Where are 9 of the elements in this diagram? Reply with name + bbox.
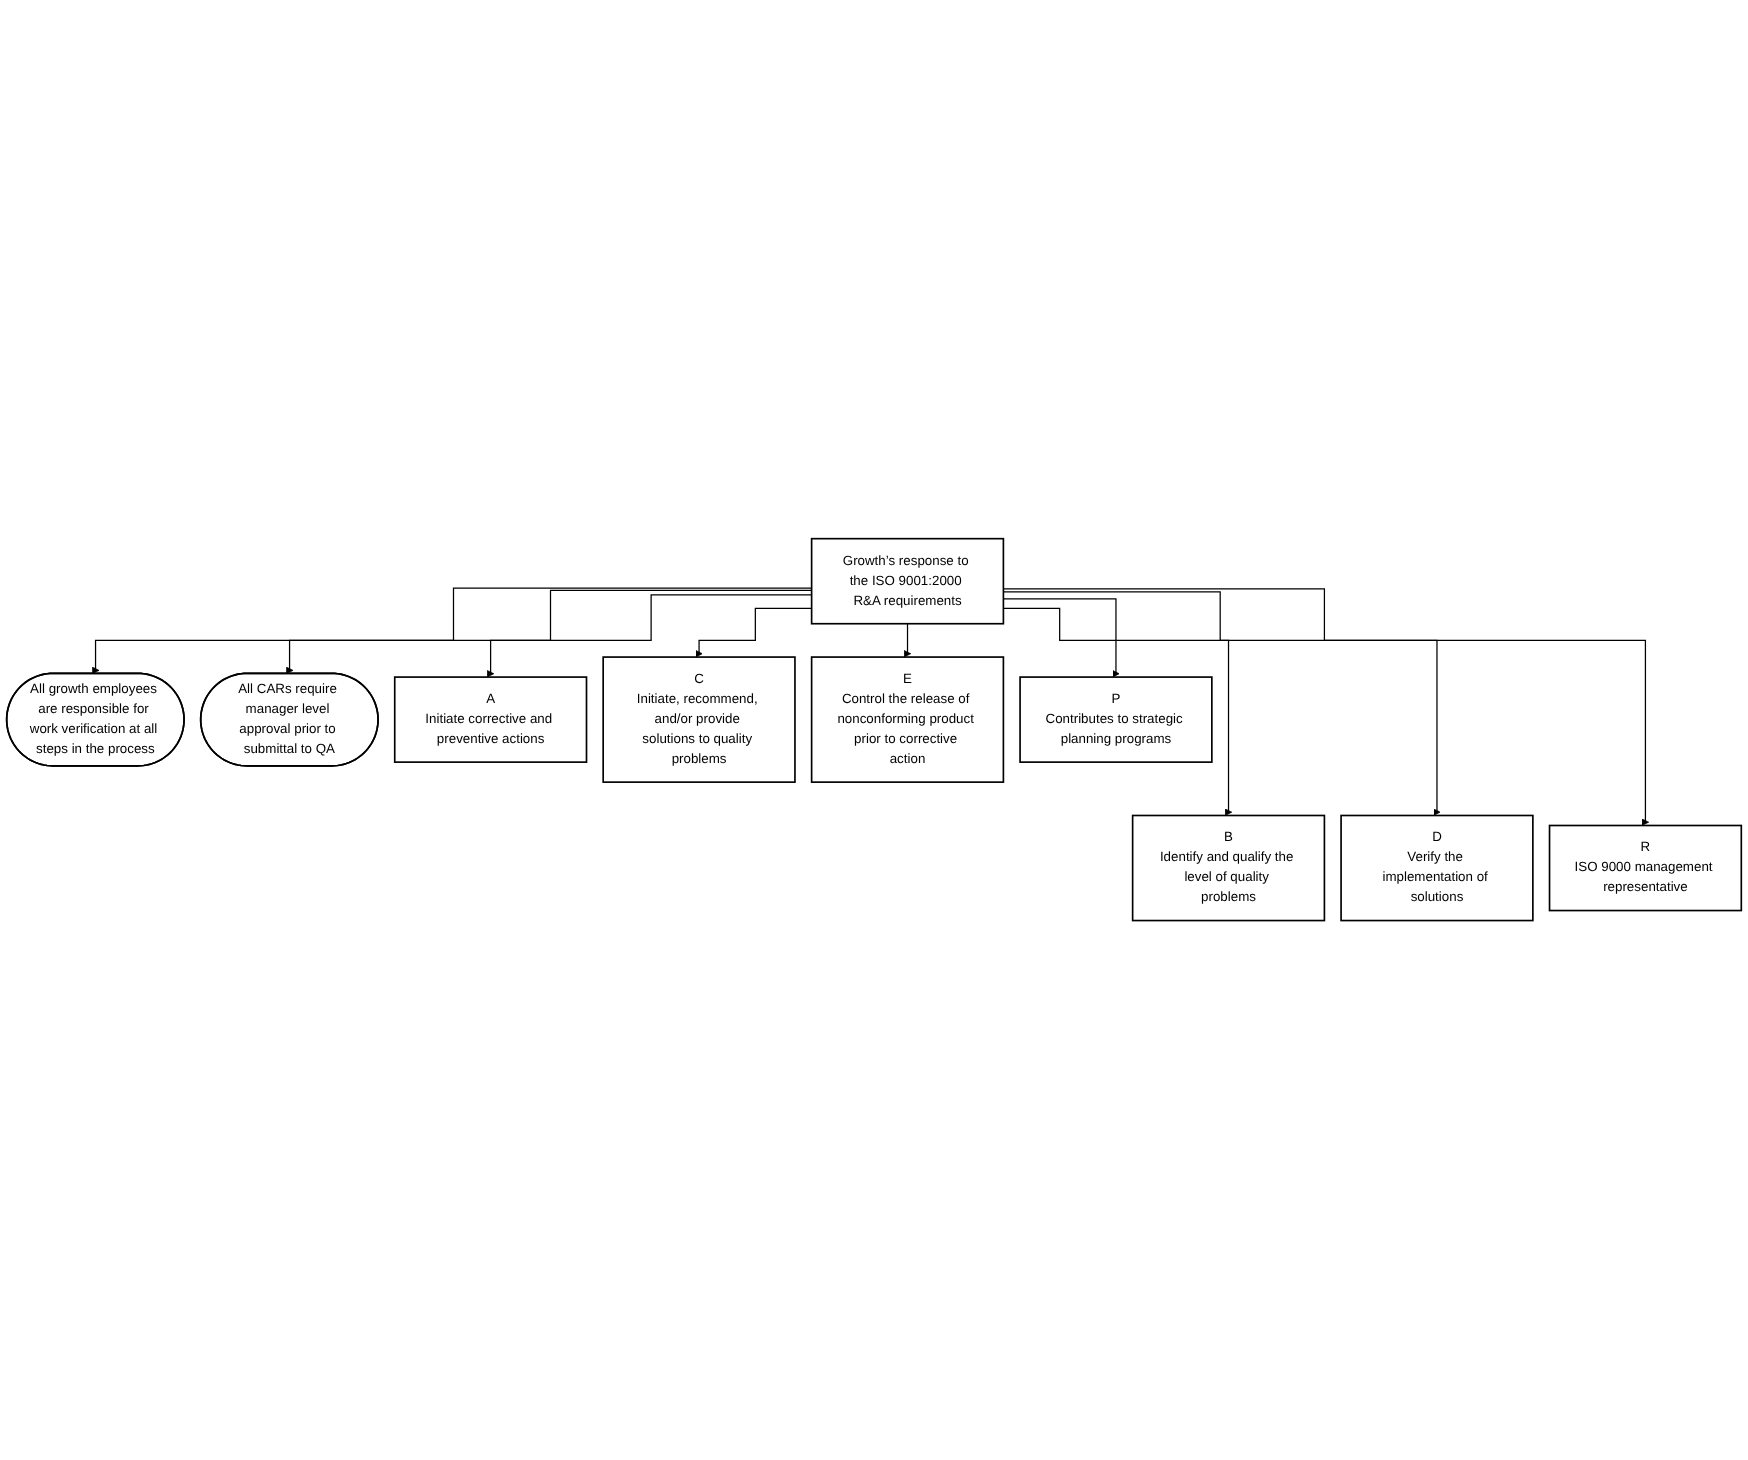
arrow xyxy=(1002,588,1650,827)
arrow xyxy=(1002,598,1233,817)
arrow xyxy=(486,594,813,678)
arrow xyxy=(1002,591,1441,817)
arrow xyxy=(695,608,813,658)
arrow xyxy=(286,590,813,675)
arrow xyxy=(1002,608,1120,678)
arrow xyxy=(92,587,813,675)
arrow xyxy=(903,623,912,658)
